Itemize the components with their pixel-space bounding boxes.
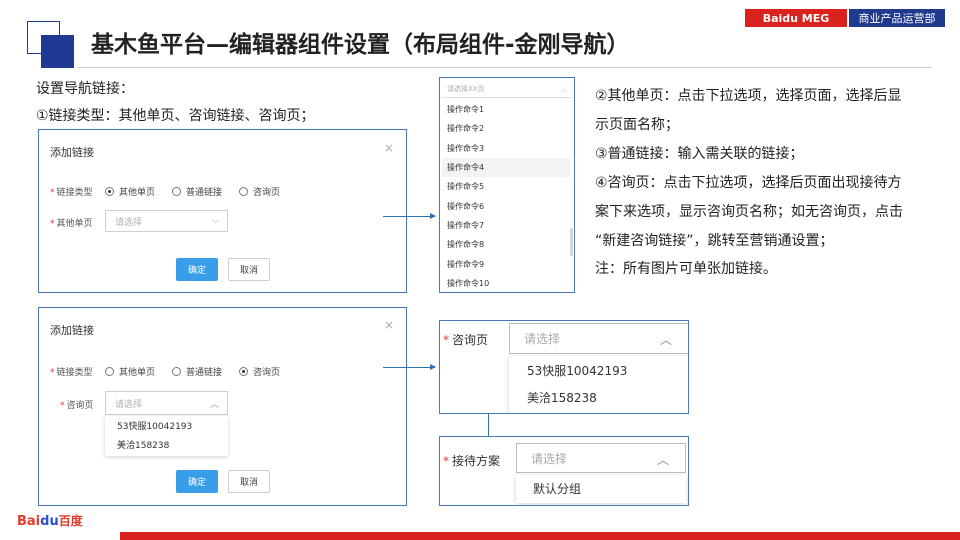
desc-line-3: ③普通链接：输入需关联的链接； xyxy=(595,146,804,162)
list-item[interactable]: 操作命令8 xyxy=(447,240,485,250)
consult-page-select[interactable]: 请选择 ︿ xyxy=(105,391,228,415)
dropdown-option[interactable]: 美洽158238 xyxy=(117,441,170,451)
link-type-radio-group: 其他单页 普通链接 咨询页 xyxy=(105,185,297,198)
list-item[interactable]: 操作命令1 xyxy=(447,105,485,115)
radio-normal-link[interactable]: 普通链接 xyxy=(172,365,222,378)
radio-other-page[interactable]: 其他单页 xyxy=(105,185,155,198)
confirm-button[interactable]: 确定 xyxy=(176,470,218,493)
consult-page-label: *咨询页 xyxy=(60,401,94,411)
list-item[interactable]: 操作命令6 xyxy=(447,201,485,211)
page-title: 基木鱼平台—编辑器组件设置（布局组件-金刚导航） xyxy=(91,32,630,58)
cancel-button[interactable]: 取消 xyxy=(228,470,270,493)
list-item[interactable]: 操作命令3 xyxy=(447,143,485,153)
chevron-down-icon: ⌵ xyxy=(212,216,219,226)
consult-page-label: *咨询页 xyxy=(443,333,489,347)
arrow-to-consult-fragment xyxy=(383,364,436,370)
footer-bar-gap xyxy=(0,532,120,540)
radio-selected-icon xyxy=(239,367,249,376)
chevron-up-icon: ︿ xyxy=(657,453,670,467)
radio-consult-page[interactable]: 咨询页 xyxy=(239,185,280,198)
add-link-dialog-other-page: 添加链接 × *链接类型 其他单页 普通链接 咨询页 *其他单页 请选择 ⌵ 确… xyxy=(38,129,407,293)
list-item-hovered[interactable]: 操作命令4 xyxy=(442,157,570,178)
connector-line xyxy=(488,404,489,456)
consult-page-dropdown xyxy=(509,356,688,413)
scrollbar[interactable] xyxy=(570,228,573,256)
cancel-button[interactable]: 取消 xyxy=(228,258,270,281)
baidu-logo: Baidu百度 xyxy=(17,514,83,529)
add-link-dialog-consult-page: 添加链接 × *链接类型 其他单页 普通链接 咨询页 *咨询页 请选择 ︿ 53… xyxy=(38,307,407,506)
dialog-title: 添加链接 xyxy=(50,146,94,159)
reception-plan-select[interactable]: 请选择 ︿ xyxy=(516,443,686,473)
intro-line-2: ①链接类型：其他单页、咨询链接、咨询页； xyxy=(36,108,315,124)
consult-page-dropdown: 53快服10042193 美洽158238 xyxy=(105,416,228,456)
close-icon[interactable]: × xyxy=(384,141,395,155)
title-divider xyxy=(78,67,932,68)
brand-badge-dept: 商业产品运营部 xyxy=(849,9,945,27)
desc-line-6: “新建咨询链接”，跳转至营销通设置； xyxy=(595,233,834,249)
list-item[interactable]: 操作命令5 xyxy=(447,182,485,192)
radio-other-page[interactable]: 其他单页 xyxy=(105,365,155,378)
desc-line-4: ④咨询页：点击下拉选项，选择后页面出现接待方 xyxy=(595,175,902,191)
dropdown-option[interactable]: 53快服10042193 xyxy=(117,422,193,432)
page-select-input[interactable]: 请选择XX页 ︿ xyxy=(442,81,572,98)
radio-icon xyxy=(172,367,182,376)
radio-icon xyxy=(105,367,114,376)
radio-icon xyxy=(239,187,249,196)
desc-line-5: 案下来选项，显示咨询页名称；如无咨询页，点击 xyxy=(595,204,903,220)
reception-plan-zoom-fragment: *接待方案 请选择 ︿ 默认分组 xyxy=(439,436,689,506)
confirm-button[interactable]: 确定 xyxy=(176,258,218,281)
radio-normal-link[interactable]: 普通链接 xyxy=(172,185,222,198)
desc-line-7: 注：所有图片可单张加链接。 xyxy=(595,261,777,277)
link-type-label: *链接类型 xyxy=(50,368,93,378)
footer-bar xyxy=(0,532,960,540)
reception-plan-dropdown xyxy=(516,475,686,503)
desc-line-2: 示页面名称； xyxy=(595,117,679,133)
dropdown-option[interactable]: 53快服10042193 xyxy=(527,364,628,378)
consult-page-zoom-fragment: *咨询页 请选择 ︿ 53快服10042193 美洽158238 xyxy=(439,320,689,414)
other-page-label: *其他单页 xyxy=(50,219,93,229)
list-item[interactable]: 操作命令9 xyxy=(447,259,485,269)
dropdown-option[interactable]: 美洽158238 xyxy=(527,391,597,405)
list-item[interactable]: 操作命令7 xyxy=(447,220,485,230)
radio-consult-page[interactable]: 咨询页 xyxy=(239,365,280,378)
page-select-dropdown-panel: 请选择XX页 ︿ 操作命令1 操作命令2 操作命令3 操作命令4 操作命令5 操… xyxy=(439,77,575,293)
title-decoration-fill xyxy=(41,35,74,68)
chevron-up-icon: ︿ xyxy=(210,400,220,410)
close-icon[interactable]: × xyxy=(384,318,395,332)
link-type-label: *链接类型 xyxy=(50,188,93,198)
intro-line-1: 设置导航链接： xyxy=(36,81,134,97)
dialog-title: 添加链接 xyxy=(50,324,94,337)
chevron-up-icon: ︿ xyxy=(660,333,673,347)
list-item[interactable]: 操作命令10 xyxy=(447,278,490,288)
dropdown-option[interactable]: 默认分组 xyxy=(533,482,582,496)
list-item[interactable]: 操作命令2 xyxy=(447,124,485,134)
chevron-up-icon: ︿ xyxy=(560,85,567,93)
other-page-select[interactable]: 请选择 ⌵ xyxy=(105,210,228,232)
radio-selected-icon xyxy=(105,187,114,196)
radio-icon xyxy=(172,187,182,196)
link-type-radio-group: 其他单页 普通链接 咨询页 xyxy=(105,365,297,378)
reception-plan-label: *接待方案 xyxy=(443,454,501,468)
consult-page-select[interactable]: 请选择 ︿ xyxy=(509,323,688,354)
desc-line-1: ②其他单页：点击下拉选项，选择页面，选择后显 xyxy=(595,88,902,104)
brand-badge-meg: Baidu MEG xyxy=(745,9,847,27)
arrow-to-ops-panel xyxy=(383,213,436,219)
page-options-list: 操作命令1 操作命令2 操作命令3 操作命令4 操作命令5 操作命令6 操作命令… xyxy=(442,100,570,292)
